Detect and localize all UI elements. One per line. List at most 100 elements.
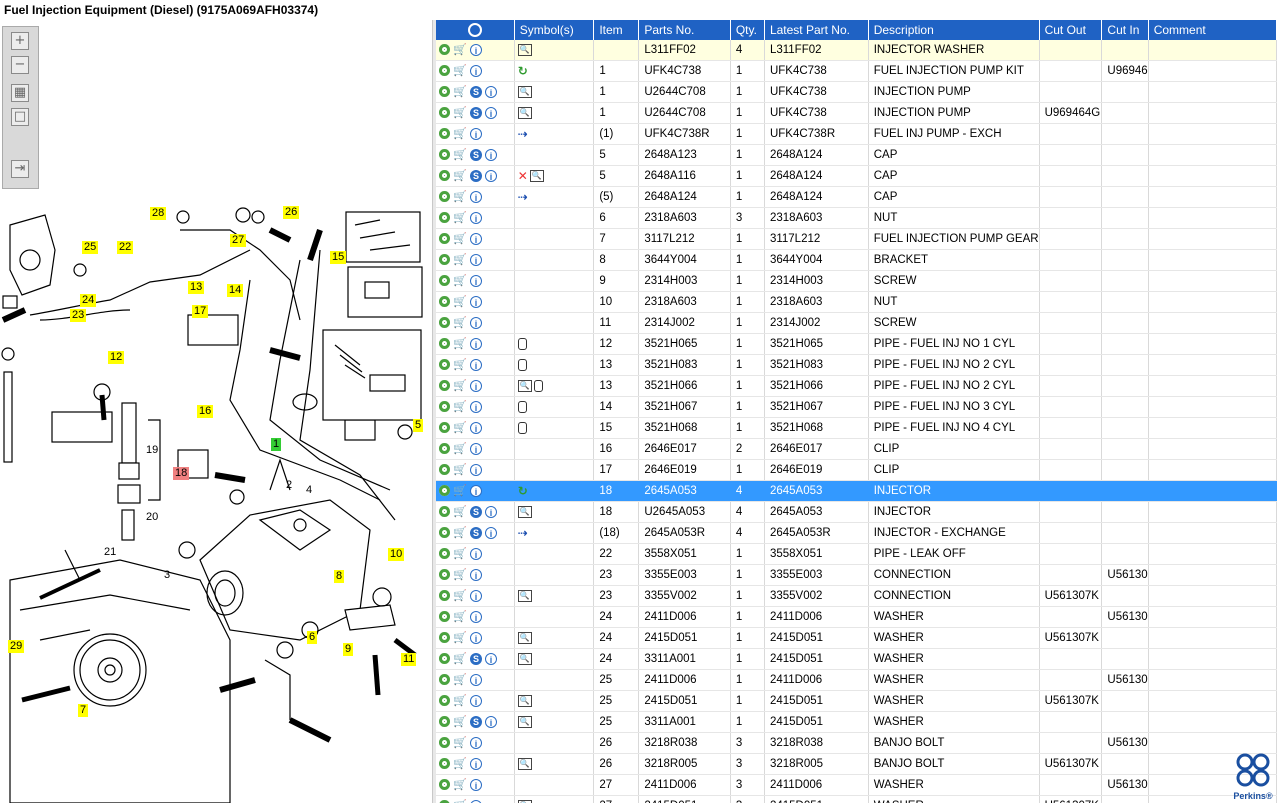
gear-icon[interactable] <box>439 44 450 56</box>
supersession-icon[interactable]: S <box>470 526 482 539</box>
gear-icon[interactable] <box>439 359 450 371</box>
replacement-cycle-icon[interactable]: ↻ <box>517 484 528 498</box>
exchange-icon[interactable]: ⇢ <box>517 127 528 141</box>
gear-icon[interactable] <box>439 695 450 707</box>
gear-icon[interactable] <box>439 170 450 182</box>
info-icon[interactable]: i <box>470 316 482 329</box>
info-icon[interactable]: i <box>470 295 482 308</box>
info-icon[interactable]: i <box>470 442 482 455</box>
callout-13[interactable]: 13 <box>188 281 205 294</box>
cart-icon[interactable]: 🛒 <box>453 295 467 309</box>
gear-kit-icon[interactable] <box>439 86 450 98</box>
diagram-panel[interactable]: 19 2 4 20 21 3 28 26 27 25 22 15 13 14 2… <box>0 20 432 803</box>
info-icon[interactable]: i <box>470 211 482 224</box>
cart-icon[interactable]: 🛒 <box>453 337 467 351</box>
magnifier-icon[interactable]: 🔍 <box>517 799 532 803</box>
callout-9[interactable]: 9 <box>343 643 354 656</box>
magnifier-icon[interactable] <box>467 23 482 38</box>
header-parts-no[interactable]: Parts No. <box>638 20 731 40</box>
zoom-in-icon[interactable]: + <box>11 32 29 50</box>
gear-icon[interactable] <box>439 338 450 350</box>
cart-icon[interactable]: 🛒 <box>453 568 467 582</box>
cart-icon[interactable]: 🛒 <box>453 232 467 246</box>
info-icon[interactable]: i <box>470 568 482 581</box>
header-search[interactable] <box>436 20 515 40</box>
cart-icon[interactable]: 🛒 <box>453 610 467 624</box>
cart-icon[interactable]: 🛒 <box>453 736 467 750</box>
cart-icon[interactable]: 🛒 <box>453 358 467 372</box>
magnifier-icon[interactable]: 🔍 <box>517 106 532 119</box>
magnifier-icon[interactable]: 🔍 <box>517 379 532 392</box>
cart-icon[interactable]: 🛒 <box>453 694 467 708</box>
info-icon[interactable]: i <box>485 85 497 98</box>
gear-kit-icon[interactable] <box>439 65 450 77</box>
callout-29[interactable]: 29 <box>8 640 25 653</box>
table-row[interactable]: 🛒i🔍272415D05132415D051WASHERU561307K <box>436 795 1277 803</box>
callout-22[interactable]: 22 <box>117 241 134 254</box>
callout-16[interactable]: 16 <box>197 405 214 418</box>
exchange-icon[interactable]: ⇢ <box>517 190 528 204</box>
cart-icon[interactable]: 🛒 <box>453 106 467 120</box>
zoom-out-icon[interactable]: − <box>11 56 29 74</box>
gear-icon[interactable] <box>439 569 450 581</box>
gear-icon[interactable] <box>439 800 450 803</box>
callout-7[interactable]: 7 <box>78 704 89 717</box>
cart-icon[interactable]: 🛒 <box>453 379 467 393</box>
cart-icon[interactable]: 🛒 <box>453 800 467 803</box>
gear-icon[interactable] <box>439 464 450 476</box>
magnifier-icon[interactable]: 🔍 <box>517 757 532 770</box>
gear-icon[interactable] <box>439 590 450 602</box>
cart-icon[interactable]: 🛒 <box>453 400 467 414</box>
gear-icon[interactable] <box>439 779 450 791</box>
info-icon[interactable]: i <box>470 757 482 770</box>
cylinder-icon[interactable] <box>517 421 527 434</box>
info-icon[interactable]: i <box>485 148 497 161</box>
info-icon[interactable]: i <box>470 232 482 245</box>
supersession-icon[interactable]: S <box>470 715 482 728</box>
cart-icon[interactable]: 🛒 <box>453 505 467 519</box>
magnifier-icon[interactable]: 🔍 <box>517 694 532 707</box>
gear-icon[interactable] <box>439 716 450 728</box>
header-comment[interactable]: Comment <box>1148 20 1277 40</box>
callout-12[interactable]: 12 <box>108 351 125 364</box>
callout-10[interactable]: 10 <box>388 548 405 561</box>
panel-splitter[interactable] <box>432 20 436 803</box>
gear-icon[interactable] <box>439 254 450 266</box>
cart-icon[interactable]: 🛒 <box>453 169 467 183</box>
info-icon[interactable]: i <box>485 715 497 728</box>
cart-icon[interactable]: 🛒 <box>453 64 467 78</box>
cart-icon[interactable]: 🛒 <box>453 589 467 603</box>
cart-icon[interactable]: 🛒 <box>453 484 467 498</box>
cylinder-icon[interactable] <box>533 379 543 392</box>
gear-icon[interactable] <box>439 275 450 287</box>
cart-icon[interactable]: 🛒 <box>453 211 467 225</box>
header-qty[interactable]: Qty. <box>730 20 765 40</box>
callout-23[interactable]: 23 <box>70 309 87 322</box>
callout-25[interactable]: 25 <box>82 241 99 254</box>
info-icon[interactable]: i <box>470 43 482 56</box>
gear-icon[interactable] <box>439 632 450 644</box>
supersession-icon[interactable]: S <box>470 505 482 518</box>
gear-icon[interactable] <box>439 611 450 623</box>
magnifier-icon[interactable]: 🔍 <box>517 85 532 98</box>
info-icon[interactable]: i <box>470 463 482 476</box>
info-icon[interactable]: i <box>470 673 482 686</box>
callout-27[interactable]: 27 <box>230 234 247 247</box>
info-icon[interactable]: i <box>485 652 497 665</box>
gear-kit-icon[interactable] <box>439 107 450 119</box>
